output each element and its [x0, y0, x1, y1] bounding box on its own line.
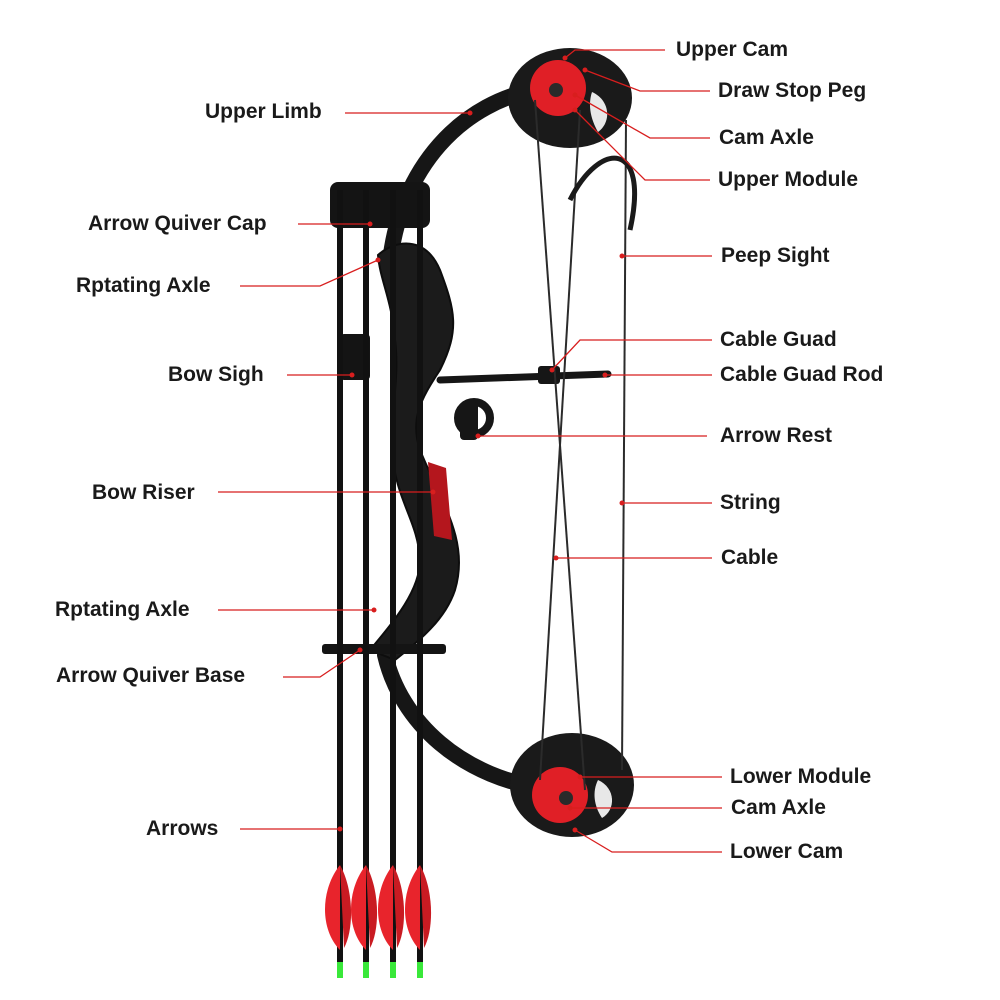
leader-dot [619, 500, 625, 506]
arrow-fletching [366, 865, 378, 948]
leader-dot [467, 110, 473, 116]
leader-dot [337, 826, 343, 832]
label-bow-riser: Bow Riser [92, 481, 195, 504]
leader-upper-cam [564, 49, 665, 59]
label-cam-axle-lower: Cam Axle [731, 796, 826, 819]
leader-upper-module [574, 109, 710, 181]
arrows-group [325, 190, 432, 978]
leader-dot [357, 647, 363, 653]
arrow-nock [363, 962, 369, 978]
arrow-fletching [420, 865, 432, 948]
leader-dot [375, 257, 381, 263]
cable-guard-rod-shape [436, 370, 612, 384]
leader-dot [567, 805, 573, 811]
leader-cam-axle-upper [574, 94, 710, 139]
arrow-nock [417, 962, 423, 978]
leader-arrow-quiver-base [283, 649, 361, 678]
label-bow-sight: Bow Sigh [168, 363, 264, 386]
label-rotating-axle-lower: Rptating Axle [55, 598, 190, 621]
leader-dot [619, 253, 625, 259]
arrow-fletching [325, 865, 340, 950]
label-cable-guard-rod: Cable Guad Rod [720, 363, 884, 386]
label-arrows: Arrows [146, 817, 219, 840]
label-upper-module: Upper Module [718, 168, 858, 191]
leader-dot [577, 774, 583, 780]
label-upper-limb: Upper Limb [205, 100, 322, 123]
arrow-fletching [378, 865, 393, 950]
quiver-base-shape [322, 644, 446, 654]
riser-grip [428, 462, 452, 540]
leader-dot [582, 67, 588, 73]
upper-cam-axle-shape [549, 83, 563, 97]
label-rotating-axle-upper: Rptating Axle [76, 274, 211, 297]
leader-dot [430, 489, 436, 495]
arrow-rest-mount [460, 402, 478, 440]
arrow-nock [337, 962, 343, 978]
leader-dot [349, 372, 355, 378]
label-lower-module: Lower Module [730, 765, 872, 788]
label-draw-stop-peg: Draw Stop Peg [718, 79, 867, 102]
leader-dot [562, 55, 568, 61]
label-cable-guard: Cable Guad [720, 328, 837, 351]
leader-dot [371, 607, 377, 613]
bow-cable-b [539, 109, 581, 781]
leader-dot [572, 107, 578, 113]
arrow-nock [390, 962, 396, 978]
lower-cam-axle-shape [559, 791, 573, 805]
leader-lower-cam [574, 829, 722, 853]
upper-cam-cutout [590, 92, 608, 132]
leader-dot [367, 221, 373, 227]
label-arrow-rest: Arrow Rest [720, 424, 833, 447]
quiver-cap-shape [330, 182, 430, 228]
arrow-fletching [405, 865, 420, 950]
bow-sight-shape [340, 334, 370, 380]
leader-rotating-axle-upper [240, 259, 379, 287]
arrow-fletching [351, 865, 366, 950]
cable-guard-slide [538, 366, 560, 384]
bow-string [621, 119, 627, 771]
leader-dot [553, 555, 559, 561]
leader-dot [549, 367, 555, 373]
arrow-fletching [393, 865, 405, 948]
label-string: String [720, 491, 781, 514]
label-cable: Cable [721, 546, 779, 569]
label-arrow-quiver-cap: Arrow Quiver Cap [88, 212, 267, 235]
label-arrow-quiver-base: Arrow Quiver Base [56, 664, 246, 687]
peep-sight-loop [567, 155, 637, 231]
leader-dot [572, 92, 578, 98]
leader-draw-stop-peg [584, 69, 710, 92]
leader-dot [572, 827, 578, 833]
leader-dot [602, 372, 608, 378]
label-lower-cam: Lower Cam [730, 840, 844, 863]
arrow-fletching [340, 865, 352, 948]
leader-cable-guard [551, 339, 712, 371]
leader-dot [475, 433, 481, 439]
label-upper-cam: Upper Cam [676, 38, 789, 61]
label-peep-sight: Peep Sight [721, 244, 830, 267]
label-cam-axle-upper: Cam Axle [719, 126, 814, 149]
bow-riser-shape [368, 242, 460, 662]
